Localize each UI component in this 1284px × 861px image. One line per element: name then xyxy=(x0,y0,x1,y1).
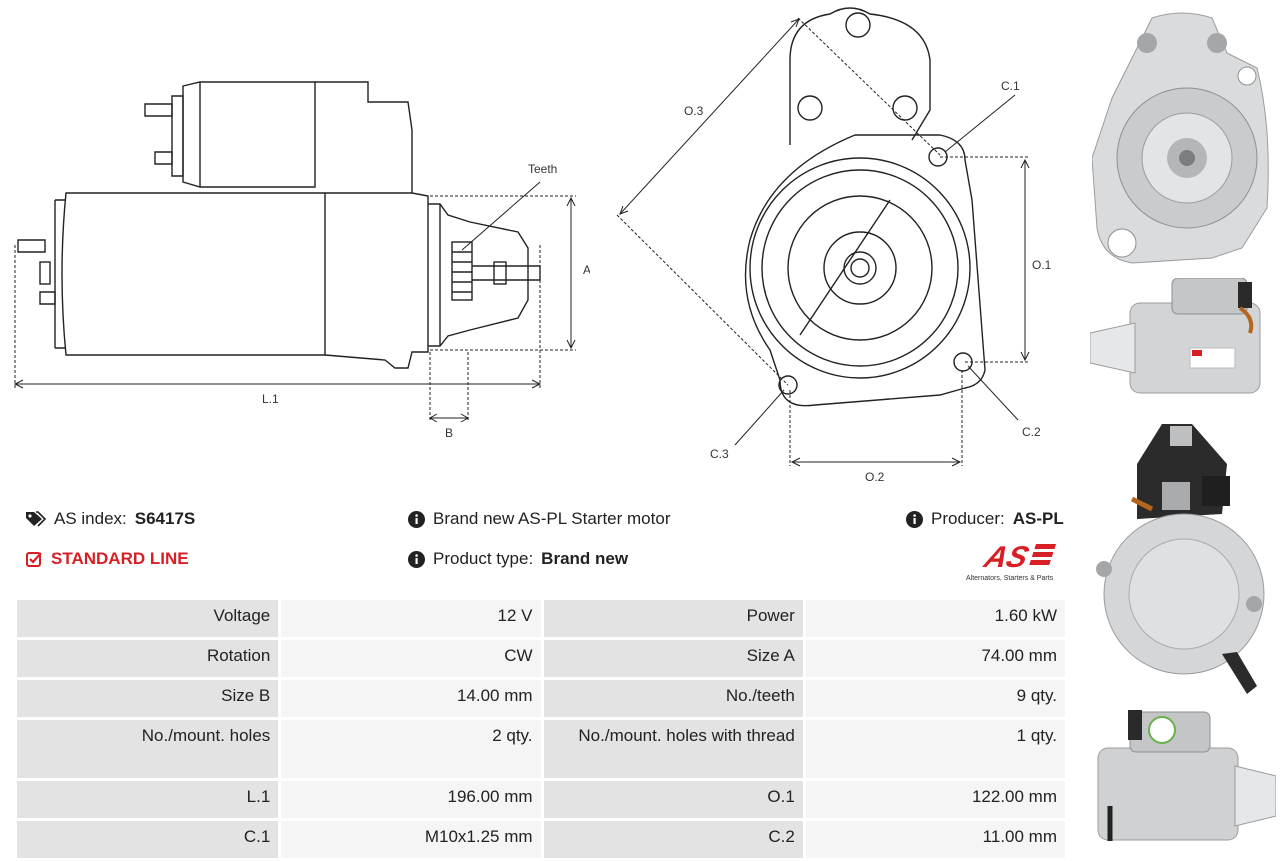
dim-a-label: A xyxy=(583,263,590,277)
spec-value: M10x1.25 mm xyxy=(281,821,541,858)
spec-value: 1 qty. xyxy=(805,720,1065,778)
as-pl-logo[interactable]: AS Alternators, Starters & Parts xyxy=(962,538,1068,584)
product-photo-rear[interactable] xyxy=(1092,424,1276,696)
dim-c1-label: C.1 xyxy=(1001,79,1020,93)
table-row: Voltage 12 V Power 1.60 kW xyxy=(17,600,1065,637)
spec-key: C.2 xyxy=(543,821,803,858)
spec-key: No./teeth xyxy=(543,680,803,717)
dim-o3-label: O.3 xyxy=(684,104,704,118)
product-type-row: Product type: Brand new xyxy=(408,549,628,569)
table-row: Size B 14.00 mm No./teeth 9 qty. xyxy=(17,680,1065,717)
spec-value: 74.00 mm xyxy=(805,640,1065,677)
dim-b-label: B xyxy=(445,426,453,440)
check-square-icon xyxy=(26,551,43,568)
table-row: L.1 196.00 mm O.1 122.00 mm xyxy=(17,781,1065,818)
producer-row: Producer: AS-PL xyxy=(906,509,1064,529)
as-index-row: AS index: S6417S xyxy=(26,509,195,529)
spec-key: Size A xyxy=(543,640,803,677)
spec-value: 2 qty. xyxy=(281,720,541,778)
spec-value: 196.00 mm xyxy=(281,781,541,818)
dim-o1-label: O.1 xyxy=(1032,258,1052,272)
spec-value: CW xyxy=(281,640,541,677)
product-photo-front[interactable] xyxy=(1092,8,1274,270)
spec-key: Power xyxy=(543,600,803,637)
standard-line-row: STANDARD LINE xyxy=(26,549,189,569)
specs-table: Voltage 12 V Power 1.60 kW Rotation CW S… xyxy=(14,597,1068,861)
info-icon xyxy=(906,510,923,528)
info-icon xyxy=(408,510,425,528)
spec-key: No./mount. holes xyxy=(17,720,279,778)
side-view-drawing: Teeth A L.1 B xyxy=(13,81,590,440)
dim-c3-label: C.3 xyxy=(710,447,729,461)
dim-c2-label: C.2 xyxy=(1022,425,1041,439)
dim-o2-label: O.2 xyxy=(865,470,885,484)
as-index-value: S6417S xyxy=(134,509,196,528)
teeth-label: Teeth xyxy=(528,162,557,176)
product-type-label: Product type: xyxy=(433,549,534,568)
product-photo-top[interactable] xyxy=(1090,706,1276,848)
spec-value: 122.00 mm xyxy=(805,781,1065,818)
spec-key: Size B xyxy=(17,680,279,717)
spec-value: 9 qty. xyxy=(805,680,1065,717)
spec-key: No./mount. holes with thread xyxy=(543,720,803,778)
brand-new-text: Brand new AS-PL Starter motor xyxy=(433,509,671,528)
spec-key: C.1 xyxy=(17,821,279,858)
info-icon xyxy=(408,550,425,568)
dim-l1-label: L.1 xyxy=(262,392,279,406)
logo-tagline: Alternators, Starters & Parts xyxy=(966,575,1054,582)
spec-key: L.1 xyxy=(17,781,279,818)
spec-value: 12 V xyxy=(281,600,541,637)
spec-value: 1.60 kW xyxy=(805,600,1065,637)
table-row: C.1 M10x1.25 mm C.2 11.00 mm xyxy=(17,821,1065,858)
as-index-label: AS index: xyxy=(54,509,127,528)
spec-key: O.1 xyxy=(543,781,803,818)
spec-key: Rotation xyxy=(17,640,279,677)
product-type-value: Brand new xyxy=(541,549,629,568)
producer-value: AS-PL xyxy=(1012,509,1064,528)
standard-line-label: STANDARD LINE xyxy=(51,549,189,568)
spec-value: 14.00 mm xyxy=(281,680,541,717)
product-photo-side[interactable] xyxy=(1090,278,1274,412)
spec-value: 11.00 mm xyxy=(805,821,1065,858)
tags-icon xyxy=(26,511,46,527)
producer-label: Producer: xyxy=(931,509,1005,528)
brand-new-row: Brand new AS-PL Starter motor xyxy=(408,509,670,529)
spec-key: Voltage xyxy=(17,600,279,637)
table-row: Rotation CW Size A 74.00 mm xyxy=(17,640,1065,677)
front-view-drawing: O.3 C.1 O.1 C.2 C.3 O.2 xyxy=(616,7,1052,484)
logo-wordmark: AS xyxy=(979,540,1033,574)
table-row: No./mount. holes 2 qty. No./mount. holes… xyxy=(17,720,1065,778)
